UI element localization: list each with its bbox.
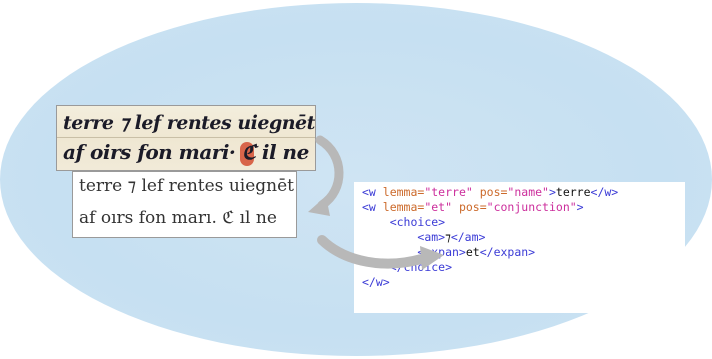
xml-tag: <w [362,185,383,199]
xml-tag: <am> [417,230,446,244]
xml-attr: lemma= [382,200,425,214]
manuscript-line-2: af oirs fon mari· ℭ il ne [63,140,309,164]
xml-line-1: <w lemma="terre" pos="name">terre</w> [354,185,685,200]
xml-attr: pos= [472,185,508,199]
manuscript-line-divider [57,137,315,138]
xml-line-3: <choice> [354,215,685,230]
xml-value: "conjunction" [486,200,577,214]
xml-tag: </am> [450,230,486,244]
xml-tag: </expan> [479,245,536,259]
xml-tag: </w> [590,185,619,199]
xml-text: et [465,245,480,259]
xml-text: ⁊ [445,230,451,244]
xml-line-6: </choice> [354,260,685,275]
transcription-box: terre ⁊ lef rentes uiegnēt af oırs fon m… [72,171,297,238]
xml-line-4: <am>⁊</am> [354,230,685,245]
xml-attr: lemma= [382,185,425,199]
xml-line-2: <w lemma="et" pos="conjunction"> [354,200,685,215]
xml-line-5: <expan>et</expan> [354,245,685,260]
xml-value: "et" [424,200,453,214]
xml-attr: pos= [452,200,487,214]
transcription-line-2: af oırs fon marı. ℭ ıl ne [79,208,277,228]
xml-value: "name" [507,185,549,199]
xml-tag: <expan> [417,245,466,259]
xml-tag: </w> [362,275,390,289]
xml-text: terre [555,185,591,199]
xml-tag: <w [362,200,383,214]
xml-tag: > [548,185,556,199]
rubric-initial [240,142,254,166]
manuscript-image: terre ⁊ lef rentes uiegnēt af oirs fon m… [56,105,316,171]
xml-value: "terre" [424,185,473,199]
xml-line-7: </w> [354,275,685,290]
xml-tag: </choice> [389,260,453,274]
transcription-line-1: terre ⁊ lef rentes uiegnēt [79,176,294,196]
xml-code-box: <w lemma="terre" pos="name">terre</w> <w… [354,182,685,313]
xml-tag: <choice> [389,215,446,229]
manuscript-line-1: terre ⁊ lef rentes uiegnēt [63,112,315,134]
xml-tag: > [576,200,584,214]
